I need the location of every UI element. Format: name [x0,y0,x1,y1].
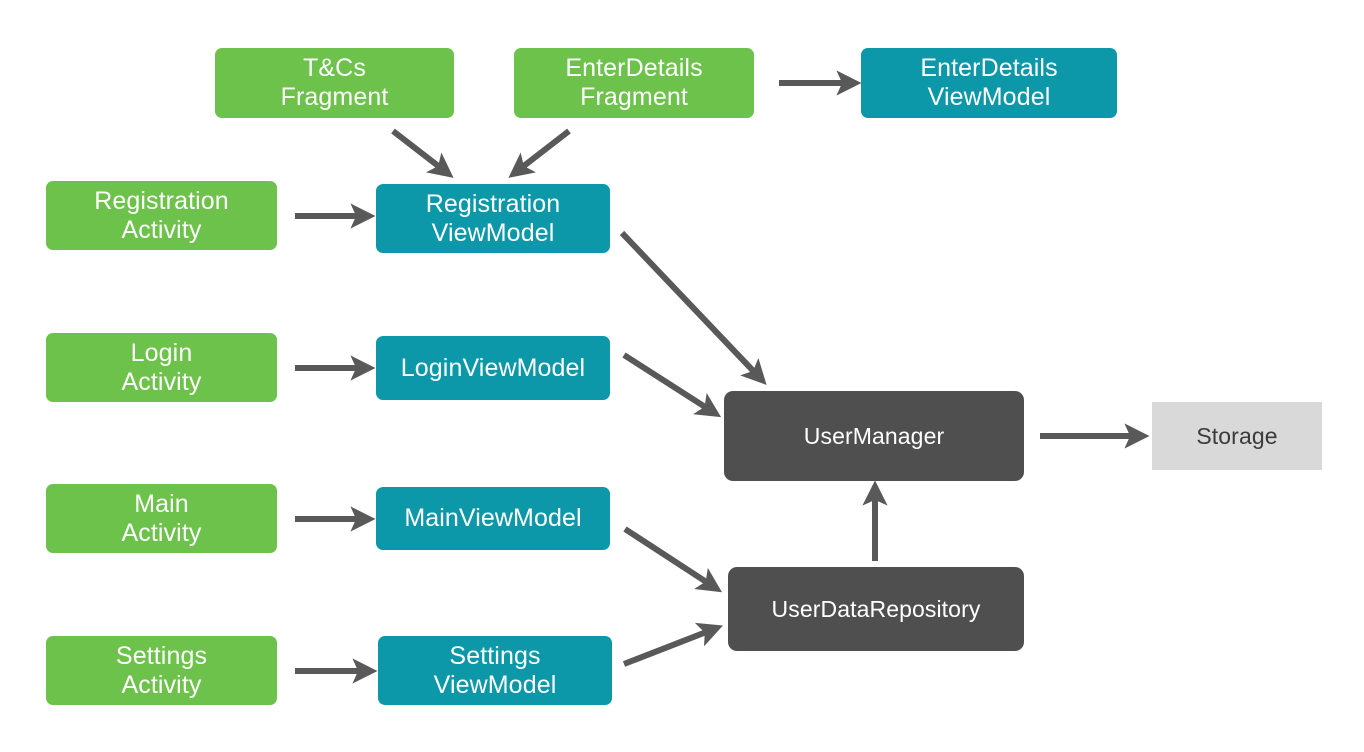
node-user-manager[interactable]: UserManager [724,391,1024,481]
node-main-activity[interactable]: Main Activity [46,484,277,553]
node-settings-viewmodel[interactable]: Settings ViewModel [378,636,612,705]
edge-login-vm-to-user-manager [622,352,722,418]
edge-enterdetails-fragment-to-registration-vm [508,128,571,178]
node-settings-activity[interactable]: Settings Activity [46,636,277,705]
node-main-viewmodel[interactable]: MainViewModel [376,487,610,550]
edge-settings-vm-to-repository [622,622,723,667]
node-tcs-fragment[interactable]: T&Cs Fragment [215,48,454,118]
edge-main-vm-to-repository [623,526,723,593]
edge-tcs-to-registration-vm [391,128,454,178]
node-enterdetails-fragment[interactable]: EnterDetails Fragment [514,48,754,118]
node-storage[interactable]: Storage [1152,402,1322,470]
node-login-activity[interactable]: Login Activity [46,333,277,402]
edge-registration-vm-to-user-manager [619,230,767,385]
node-login-viewmodel[interactable]: LoginViewModel [376,336,610,400]
node-enterdetails-viewmodel[interactable]: EnterDetails ViewModel [861,48,1117,118]
node-user-data-repository[interactable]: UserDataRepository [728,567,1024,651]
node-registration-activity[interactable]: Registration Activity [46,181,277,250]
node-registration-viewmodel[interactable]: Registration ViewModel [376,184,610,253]
